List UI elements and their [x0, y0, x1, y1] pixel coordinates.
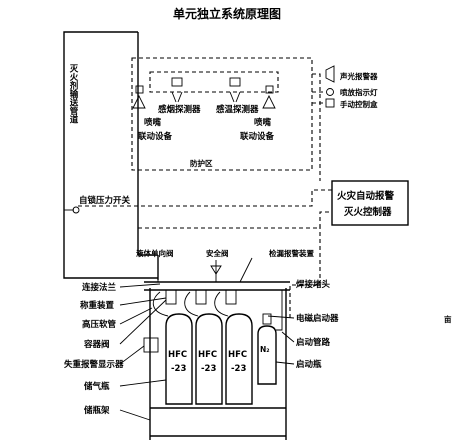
fire-controller-box: [331, 180, 409, 226]
hose-label: 高压软管: [82, 319, 117, 330]
alarm-signal-lines: [312, 73, 324, 181]
cylinder-1-agent: HFC: [168, 350, 187, 360]
pipe-label: 灭火剂输送管道: [68, 64, 79, 124]
nozzle-right-label: 喷嘴: [254, 117, 272, 128]
nozzle-left-label: 喷嘴: [144, 117, 162, 128]
container-valve-label: 容器阀: [83, 339, 110, 350]
cylinder-3: HFC -23: [225, 313, 253, 405]
flange-label: 连接法兰: [82, 282, 117, 293]
indicator-label: 喷放指示灯: [340, 87, 378, 97]
start-pipe-label: 启动管路: [296, 337, 331, 348]
diagram-title: 单元独立系统原理图: [173, 6, 281, 21]
storage-bottle-label: 储气瓶: [83, 381, 110, 392]
weight-indicator-icon: [143, 337, 159, 353]
start-bottle: N₂: [257, 290, 283, 385]
protection-zone-label: 防护区: [190, 158, 213, 168]
manifold-pipe: [144, 257, 290, 291]
bottle-rack: [149, 288, 287, 440]
pressure-switch-lines: [64, 189, 332, 318]
manual-box-label: 手动控制盒: [340, 99, 378, 109]
cylinder-3-code: -23: [231, 364, 246, 374]
safety-valve-icon: [210, 265, 222, 275]
cylinder-2-code: -23: [201, 364, 216, 374]
heat-detector-label: 感温探测器: [216, 104, 259, 115]
safety-valve-label: 安全阀: [206, 248, 229, 258]
solenoid-label: 电磁启动器: [296, 313, 339, 324]
edge-mark: 亩: [444, 314, 452, 324]
weighing-label: 称重装置: [80, 300, 115, 311]
weld-joint-label: 焊接堵头: [296, 279, 331, 290]
detector-line: [149, 71, 279, 93]
start-bottle-mark: N₂: [260, 345, 270, 354]
pressure-indicator-label: 失重报警显示器: [64, 359, 124, 370]
manual-box-icon: [325, 98, 335, 108]
cylinder-1-code: -23: [171, 364, 186, 374]
nozzle-right-icon: [262, 85, 276, 109]
indicator-light-icon: [326, 88, 334, 96]
linkage-left-label: 联动设备: [138, 131, 173, 142]
pressure-switch-icon: [72, 206, 80, 214]
start-bottle-label: 启动瓶: [296, 359, 322, 370]
pressure-switch-label: 自锁压力开关: [79, 195, 131, 206]
container-valves: [152, 289, 237, 317]
agent-delivery-pipe: [63, 31, 159, 280]
check-valve-label: 液体单向阀: [136, 248, 174, 258]
sounder-label: 声光报警器: [339, 71, 378, 81]
controller-line2: 灭火控制器: [343, 206, 392, 218]
linkage-right-label: 联动设备: [240, 131, 275, 142]
cylinder-1: HFC -23: [165, 313, 193, 405]
heat-detector-icon: [229, 77, 241, 103]
cylinder-3-agent: HFC: [228, 350, 247, 360]
nozzle-left-icon: [132, 85, 146, 109]
sounder-icon: [325, 65, 335, 83]
cylinder-2: HFC -23: [195, 313, 223, 405]
right-leader-lines: [267, 315, 295, 365]
controller-line1: 火灾自动报警: [337, 190, 395, 202]
bottle-rack-label: 储瓶架: [83, 405, 110, 416]
protection-zone-boundary: [131, 57, 313, 171]
smoke-detector-label: 感烟探测器: [158, 104, 201, 115]
leak-alarm-label: 检漏报警装置: [269, 248, 314, 258]
smoke-detector-icon: [171, 77, 183, 103]
left-leader-lines: [119, 283, 167, 421]
cylinder-2-agent: HFC: [198, 350, 217, 360]
